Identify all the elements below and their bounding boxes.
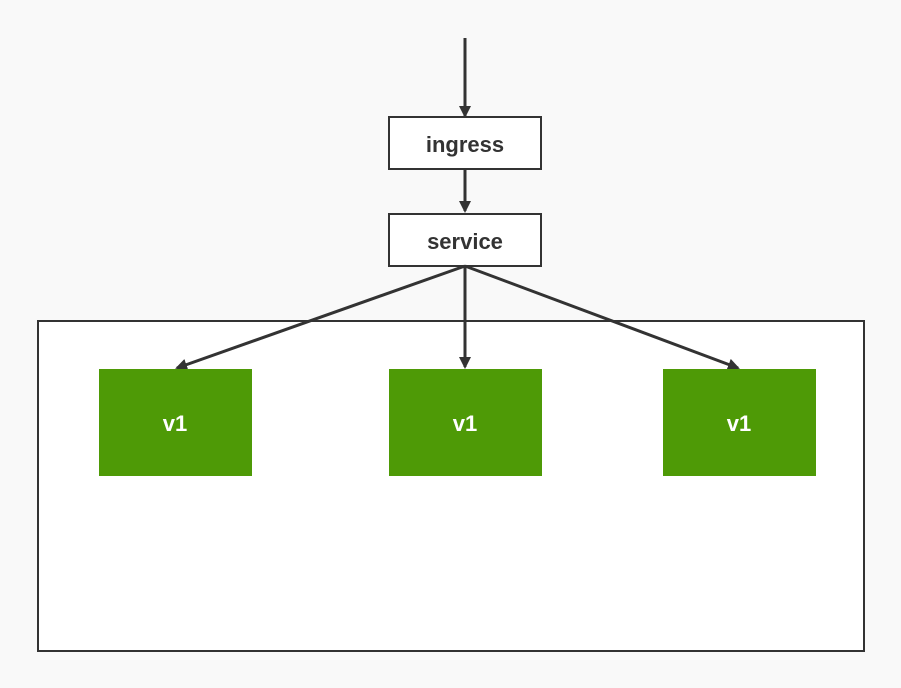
pod-1-box xyxy=(99,369,252,476)
service-label: service xyxy=(427,229,503,254)
pod-1: v1 xyxy=(99,369,252,476)
service-node: service xyxy=(388,213,542,267)
ingress-node: ingress xyxy=(388,116,542,170)
service-to-pod-1-arrow xyxy=(175,264,466,371)
service-box xyxy=(388,213,542,267)
pod-2-label: v1 xyxy=(453,411,477,436)
pod-3: v1 xyxy=(663,369,816,476)
pod-3-label: v1 xyxy=(727,411,751,436)
pod-3-box xyxy=(663,369,816,476)
ingress-box xyxy=(388,116,542,170)
pod-2: v1 xyxy=(389,369,542,476)
pod-2-box xyxy=(389,369,542,476)
ingress-label: ingress xyxy=(426,132,504,157)
pod-1-label: v1 xyxy=(163,411,187,436)
service-to-pod-3-arrow xyxy=(464,264,740,371)
